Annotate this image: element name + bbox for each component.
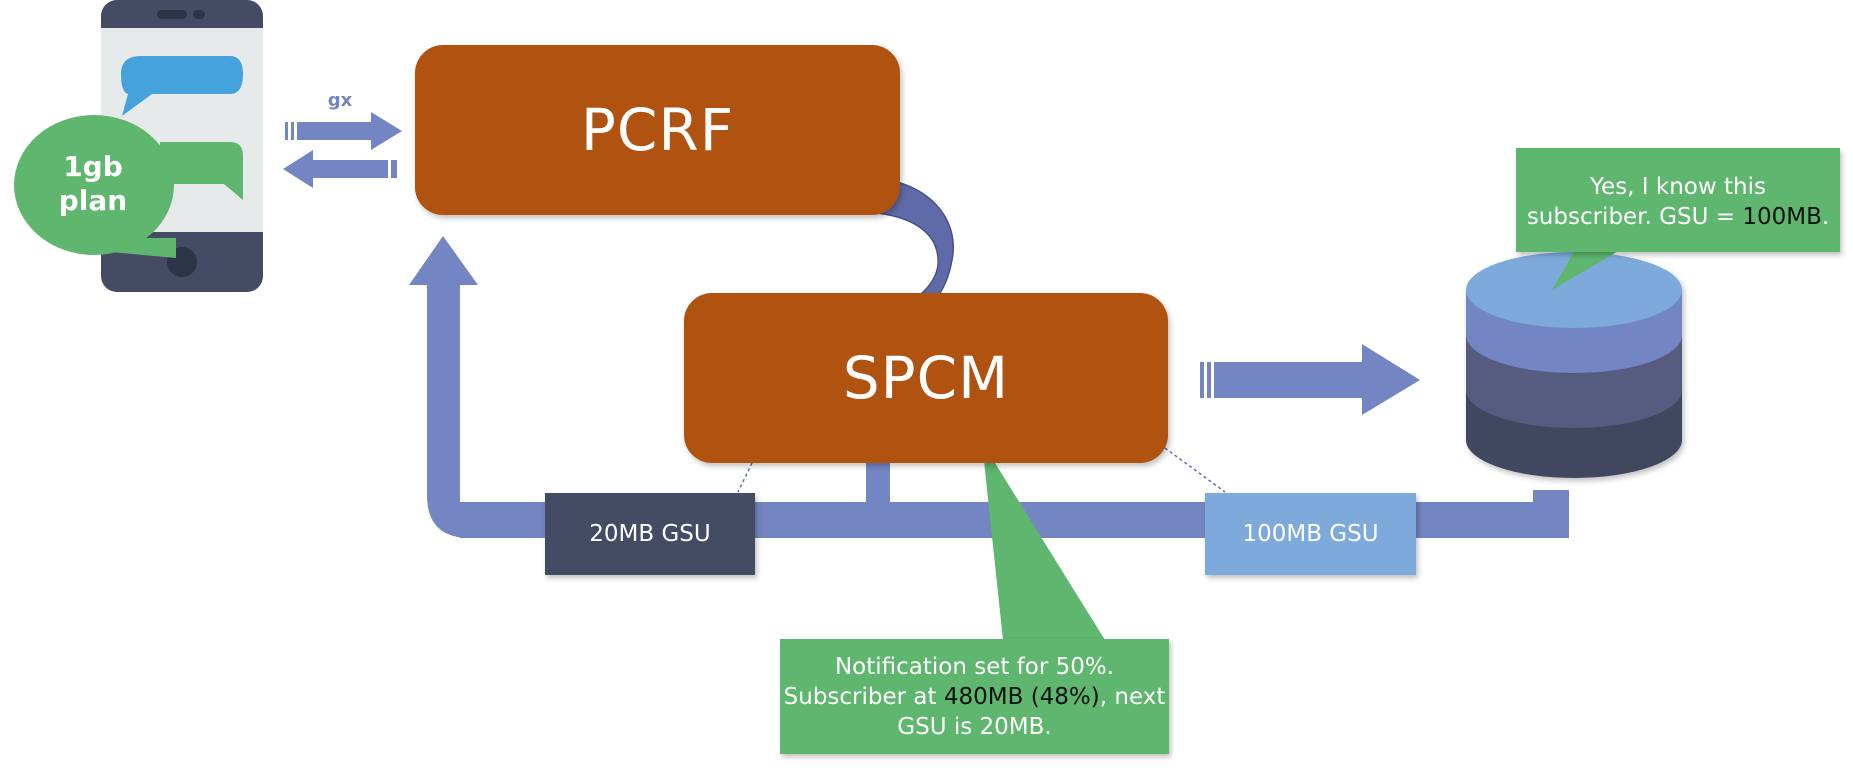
gx-arrow-right	[285, 112, 402, 150]
plan-bubble	[14, 115, 176, 258]
plan-size-text: 1gb	[63, 150, 123, 183]
db-callout-pointer	[1552, 250, 1620, 290]
db-callout: Yes, I know this subscriber. GSU = 100MB…	[1516, 148, 1840, 252]
plan-word-text: plan	[58, 184, 128, 217]
spcm-callout: Notification set for 50%. Subscriber at …	[780, 639, 1169, 754]
spcm-callout-line2: Subscriber at 480MB (48%), next	[780, 682, 1169, 712]
gsu-tag-100mb: 100MB GSU	[1205, 493, 1416, 575]
spcm-callout-suffix: , next	[1099, 684, 1166, 710]
leader-line-left	[737, 462, 753, 493]
db-callout-line1: Yes, I know this	[1590, 174, 1766, 200]
gx-interface-label: gx	[327, 89, 353, 111]
pcrf-node: PCRF	[415, 45, 900, 215]
gsu-tag-20mb: 20MB GSU	[545, 493, 755, 575]
spcm-callout-value: 480MB (48%)	[943, 684, 1100, 710]
db-callout-line2: subscriber. GSU = 100MB.	[1516, 202, 1840, 232]
spcm-node: SPCM	[684, 293, 1168, 463]
spcm-callout-line1: Notification set for 50%.	[834, 654, 1115, 680]
spcm-to-db-arrow	[1200, 344, 1420, 415]
db-callout-suffix: .	[1821, 204, 1830, 230]
spcm-callout-pointer	[982, 442, 1105, 640]
db-callout-prefix: subscriber. GSU =	[1526, 204, 1743, 230]
database-icon	[1466, 252, 1682, 478]
leader-line-right	[1164, 447, 1226, 493]
gx-arrow-left	[283, 150, 397, 188]
spcm-callout-prefix: Subscriber at	[783, 684, 944, 710]
db-callout-value: 100MB	[1742, 204, 1822, 230]
spcm-callout-line3: GSU is 20MB.	[897, 714, 1052, 740]
plan-label: 1gb plan	[18, 150, 168, 218]
